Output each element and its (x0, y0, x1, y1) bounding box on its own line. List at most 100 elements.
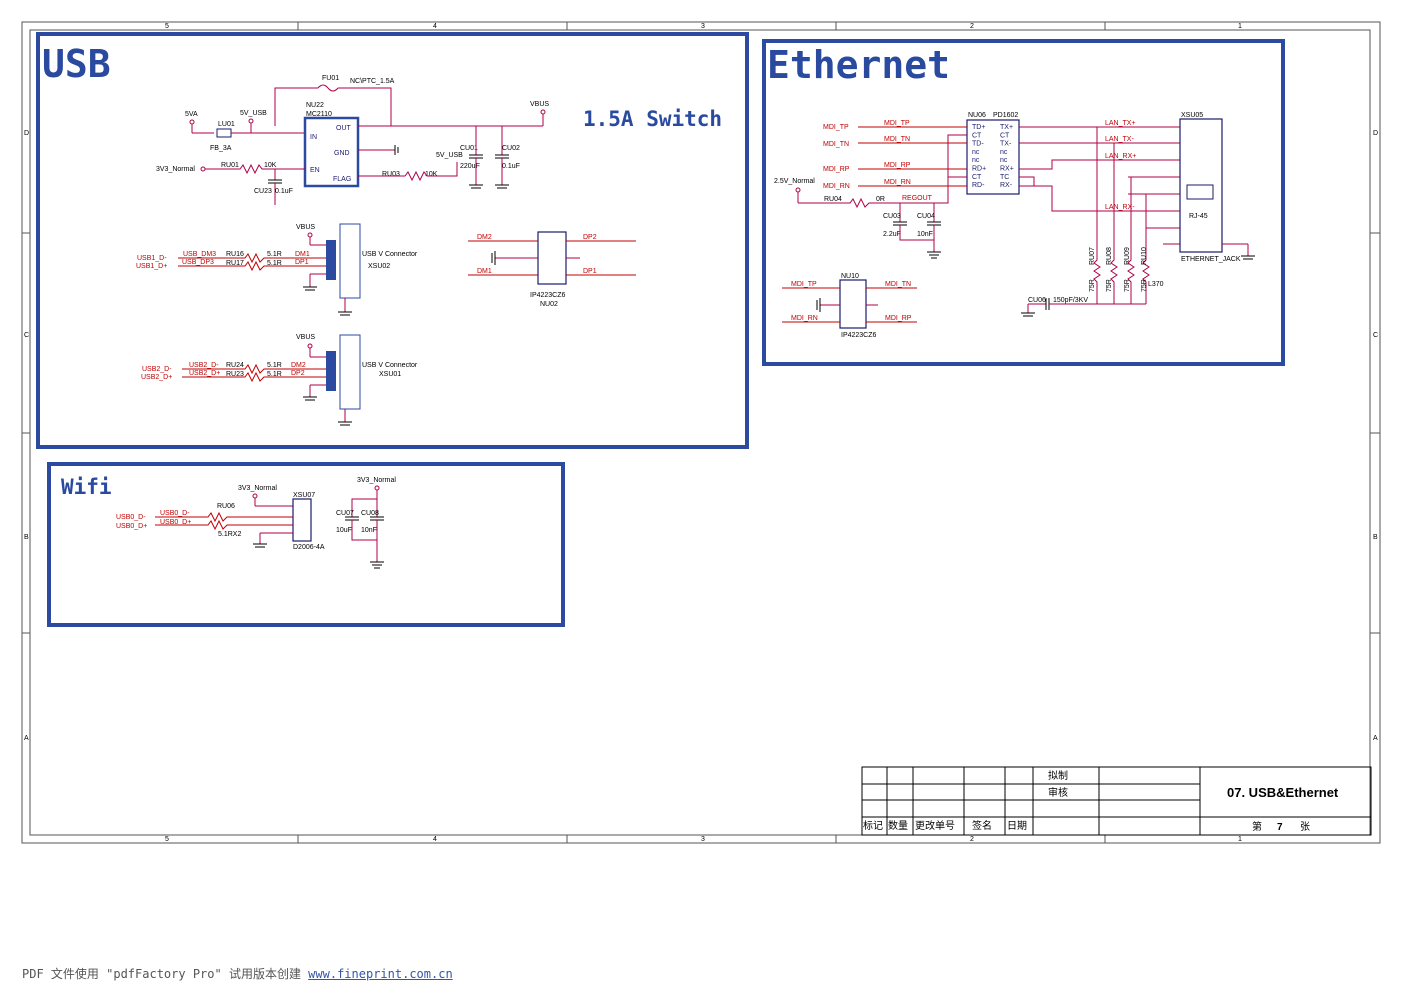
regout-ct-wire (940, 134, 967, 204)
dp1-net: DP1 (295, 259, 309, 266)
5v-usb-label-2: 5V_USB (436, 152, 463, 159)
mdi-tp-port: MDI_TP (823, 124, 849, 131)
cu04-label: CU04 (917, 213, 935, 220)
cu06-label: CU06 (1028, 297, 1046, 304)
ferrite-bead (216, 128, 232, 138)
dp1-net-b: DP1 (583, 268, 597, 275)
footer-link[interactable]: www.fineprint.com.cn (308, 967, 453, 981)
pd1602-transformer (966, 119, 1020, 195)
signature-label: 签名 (972, 819, 992, 832)
mdi-rn-port: MDI_RN (823, 183, 850, 190)
usb-connector-b (326, 351, 336, 391)
usb-dm3-net: USB_DM3 (183, 251, 216, 258)
mdi-rp-net: MDI_RP (884, 162, 911, 169)
drafted-label: 拟制 (1048, 769, 1068, 782)
dm2-net-a: DM2 (477, 234, 492, 241)
ip4223-label-b: IP4223CZ6 (841, 332, 877, 339)
usb1-dp-wire (178, 260, 326, 272)
cu01-value: 220uF (460, 163, 480, 170)
dm2-net-b: DM2 (291, 362, 306, 369)
ip4223-label-a: IP4223CZ6 (530, 292, 566, 299)
ru04-value: 0R (876, 196, 885, 203)
cu02-label: CU02 (502, 145, 520, 152)
ethernet-section-box (762, 39, 1285, 366)
ruler-col-3-bottom: 3 (701, 836, 705, 843)
mdi-rn-net-2: MDI_RN (791, 315, 818, 322)
rj45-text: RJ-45 (1189, 213, 1208, 220)
ip4223-nu02-chip (537, 231, 567, 285)
usb0-dm-wire (155, 511, 293, 523)
usb-connector-a-label: USB V Connector (362, 251, 418, 258)
mdi-tp-net: MDI_TP (884, 120, 910, 127)
sheet-number: 7 (1277, 822, 1283, 833)
cu23-value: 0.1uF (275, 188, 293, 195)
ru17-label: RU17 (226, 260, 244, 267)
dp2-net-a: DP2 (583, 234, 597, 241)
ru10-value: 75R (1141, 279, 1148, 292)
ru16-label: RU16 (226, 251, 244, 258)
cu01-label: CU01 (460, 145, 478, 152)
ru08-value: 75R (1106, 279, 1113, 292)
usb0-dp-net: USB0_D+ (160, 519, 191, 526)
mdi-tn-net: MDI_TN (884, 136, 910, 143)
mc2110-chip (303, 116, 360, 188)
ruler-col-5-bottom: 5 (165, 836, 169, 843)
transformer-left-pin: TD+ (972, 124, 985, 131)
usb-section-title: USB (42, 42, 111, 86)
ru10-label: RU10 (1141, 247, 1148, 265)
nu22-pin-gnd: GND (334, 150, 350, 157)
part-code: L370 (1148, 281, 1164, 288)
termination-resistor (1093, 127, 1101, 304)
cu08-label: CU08 (361, 510, 379, 517)
usb1-dm-port: USB1_D- (137, 255, 167, 262)
lan-rxn-net: LAN_RX- (1105, 204, 1135, 211)
pdf-footer: PDF 文件使用 "pdfFactory Pro" 试用版本创建 www.fin… (22, 965, 453, 982)
3v3-normal-label-caps: 3V3_Normal (357, 477, 396, 484)
nu22-pin-in: IN (310, 134, 317, 141)
usb1-dm-wire (178, 252, 326, 264)
usb0-dm-port: USB0_D- (116, 514, 146, 521)
fu01-label: FU01 (322, 75, 339, 82)
usb-connector-b-shell (339, 334, 361, 410)
sheet-title: 07. USB&Ethernet (1227, 785, 1339, 800)
usb2-dp-port: USB2_D+ (141, 374, 172, 381)
fu01-value: NC\PTC_1.5A (350, 78, 395, 85)
mdi-rp-net-2: MDI_RP (885, 315, 912, 322)
ru07-label: RU07 (1089, 247, 1096, 265)
transformer-left-pin: nc (972, 149, 980, 156)
nu22-label: NU22 (306, 102, 324, 109)
vbus-label: VBUS (530, 101, 549, 108)
ru04-resistor (798, 197, 940, 209)
transformer-right-pin: TC (1000, 174, 1009, 181)
transformer-right-pin: TX+ (1000, 124, 1013, 131)
transformer-left-pin: RD+ (972, 166, 986, 173)
ru09-value: 75R (1124, 279, 1131, 292)
ru03-label: RU03 (382, 171, 400, 178)
usb0-dp-wire (155, 519, 293, 531)
ru23-value: 5.1R (267, 371, 282, 378)
ruler-row-b-right: B (1373, 534, 1378, 541)
lan-txn-net: LAN_TX- (1105, 136, 1134, 143)
mdi-rp-port: MDI_RP (823, 166, 850, 173)
ru24-label: RU24 (226, 362, 244, 369)
xsu05-label: XSU05 (1181, 112, 1203, 119)
cu07-label: CU07 (336, 510, 354, 517)
5va-label: 5VA (185, 111, 198, 118)
cu03-value: 2.2uF (883, 231, 901, 238)
2v5-normal-label: 2.5V_Normal (774, 178, 815, 185)
termination-resistor (1127, 177, 1135, 304)
transformer-right-pin: CT (1000, 132, 1010, 139)
ru01-label: RU01 (221, 162, 239, 169)
lu01-value: FB_3A (210, 145, 232, 152)
reviewed-label: 审核 (1048, 786, 1068, 799)
mdi-tn-port: MDI_TN (823, 141, 849, 148)
ruler-row-a-right: A (1373, 735, 1378, 742)
nu02-label: NU02 (540, 301, 558, 308)
ruler-row-d-right: D (1373, 130, 1378, 137)
cu06-value: 150pF/3KV (1053, 297, 1088, 304)
ip4223-nu10-chip (839, 279, 867, 329)
ru16-value: 5.1R (267, 251, 282, 258)
usb-dp3-net: USB_DP3 (182, 259, 214, 266)
fuse-wire-left (274, 87, 318, 126)
termination-resistor (1110, 143, 1118, 304)
